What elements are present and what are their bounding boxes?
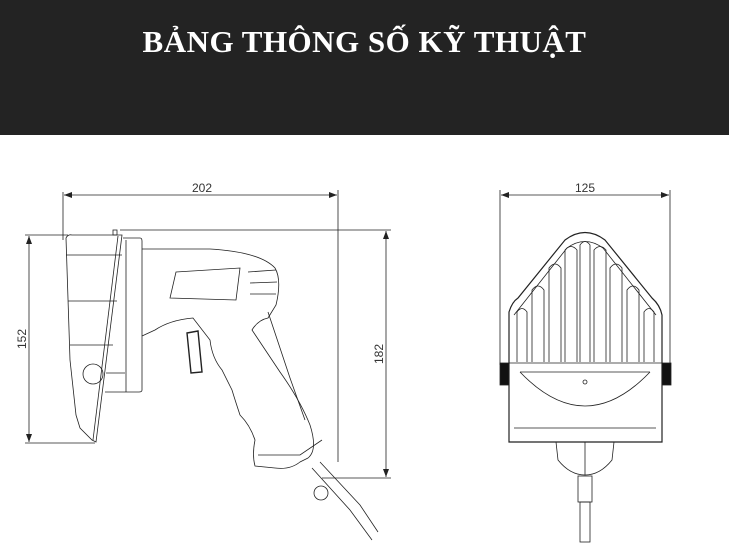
motor-housing xyxy=(105,237,143,393)
dimension-height-152: 152 xyxy=(15,234,95,444)
dimension-label-125: 125 xyxy=(575,181,595,195)
dimension-width-125: 125 xyxy=(499,181,671,365)
dimension-label-152: 152 xyxy=(15,329,29,349)
cooling-fins xyxy=(516,241,655,362)
blade-guard xyxy=(65,229,123,443)
dimension-label-202: 202 xyxy=(192,181,212,195)
dimension-height-182: 182 xyxy=(120,229,391,479)
front-cord xyxy=(555,441,615,543)
dimension-width-202: 202 xyxy=(62,181,339,462)
front-housing xyxy=(499,231,672,443)
header-banner: BẢNG THÔNG SỐ KỸ THUẬT xyxy=(0,0,729,135)
power-cord xyxy=(311,461,379,541)
page-title: BẢNG THÔNG SỐ KỸ THUẬT xyxy=(142,24,587,59)
side-view: 202 152 182 xyxy=(15,181,391,541)
dimension-label-182: 182 xyxy=(372,344,386,364)
front-view: 125 xyxy=(499,181,672,543)
handle-body xyxy=(141,248,323,469)
